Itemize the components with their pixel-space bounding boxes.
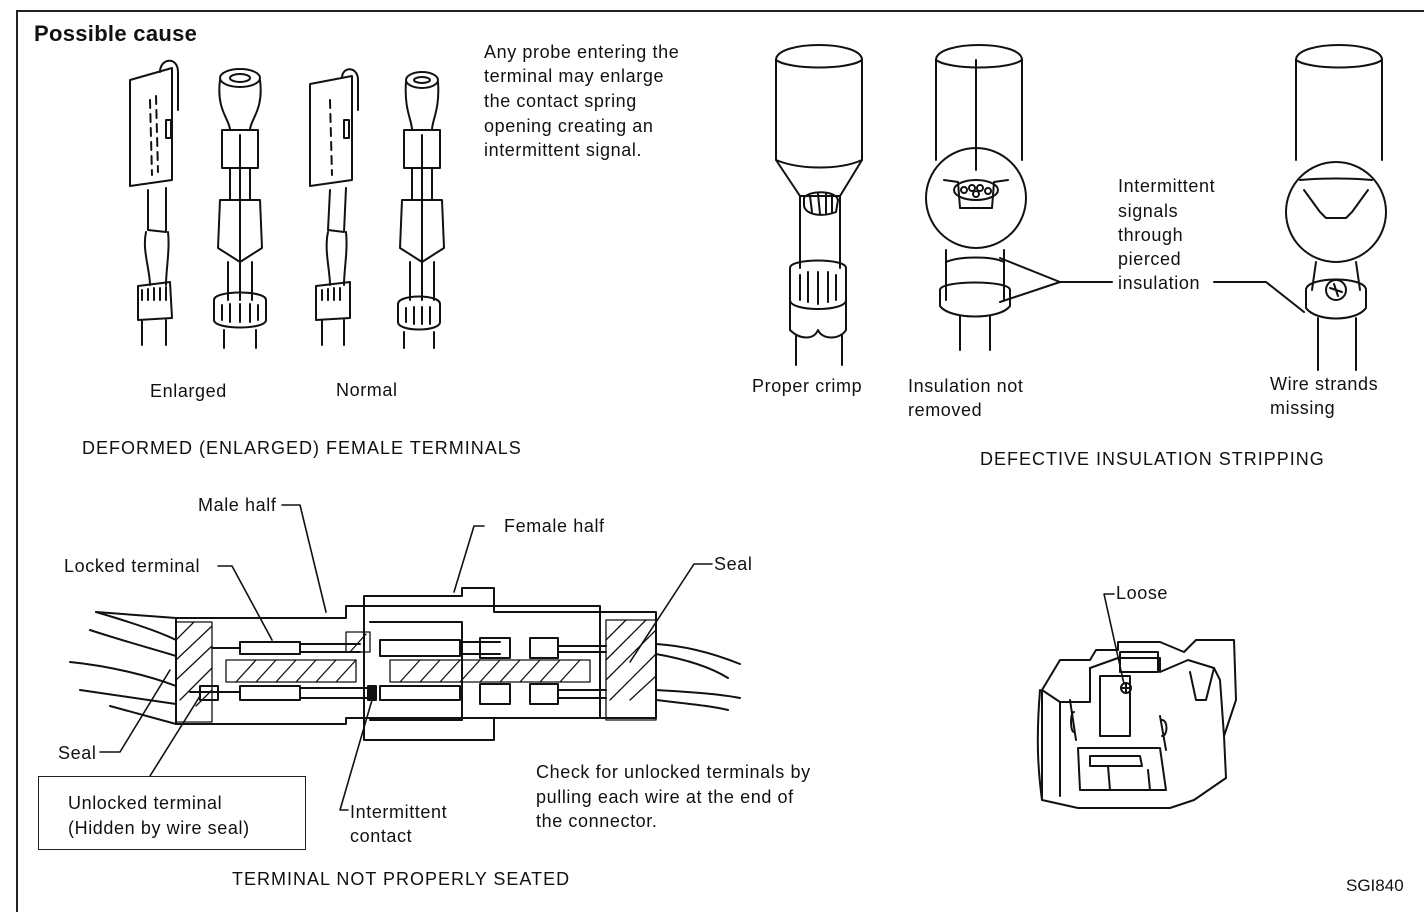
leader-intermittent-signals xyxy=(999,257,1113,303)
label-intermittent-5: insulation xyxy=(1118,273,1201,293)
probe-note-line-5: intermittent signal. xyxy=(484,140,643,160)
label-intermittent-2: signals xyxy=(1118,201,1179,221)
figure-border xyxy=(16,10,1424,912)
label-seal-right: Seal xyxy=(714,554,753,574)
crimp-insulation-not-removed-icon xyxy=(925,44,1027,351)
caption-deformed: DEFORMED (ENLARGED) FEMALE TERMINALS xyxy=(82,438,522,458)
probe-note-line-4: opening creating an xyxy=(484,116,654,136)
section-title: Possible cause xyxy=(34,21,198,46)
label-unlocked-1: Unlocked terminal xyxy=(68,793,223,813)
label-insulation-not-removed-1: Insulation not xyxy=(908,376,1024,396)
leader-loose xyxy=(1103,593,1125,685)
label-intermittent-4: pierced xyxy=(1118,249,1182,269)
unlocked-terminal-box xyxy=(38,776,306,850)
leader-intermittent-contact xyxy=(339,699,373,811)
figure-code: SGI840 xyxy=(1346,876,1404,895)
label-enlarged: Enlarged xyxy=(150,381,227,401)
probe-note-line-3: the contact spring xyxy=(484,91,637,111)
check-note-1: Check for unlocked terminals by xyxy=(536,762,811,782)
caption-terminal-seated: TERMINAL NOT PROPERLY SEATED xyxy=(232,869,571,889)
crimp-proper-icon xyxy=(775,44,863,366)
label-intermittent-contact-2: contact xyxy=(350,826,413,846)
leader-unlocked xyxy=(149,695,201,777)
label-wire-strands-2: missing xyxy=(1270,398,1336,418)
label-wire-strands-1: Wire strands xyxy=(1270,374,1379,394)
label-intermittent-3: through xyxy=(1118,225,1184,245)
terminal-normal-right-icon xyxy=(397,71,445,349)
leader-locked-terminal xyxy=(217,565,273,641)
crimp-strands-missing-icon xyxy=(1285,44,1387,371)
label-intermittent-contact-1: Intermittent xyxy=(350,802,448,822)
label-insulation-not-removed-2: removed xyxy=(908,400,983,420)
check-note-2: pulling each wire at the end of xyxy=(536,787,794,807)
label-locked-terminal: Locked terminal xyxy=(64,556,201,576)
relay-socket-icon xyxy=(1036,639,1237,809)
label-male-half: Male half xyxy=(198,495,277,515)
caption-stripping: DEFECTIVE INSULATION STRIPPING xyxy=(980,449,1325,469)
leader-insulation xyxy=(1213,281,1305,313)
label-female-half: Female half xyxy=(504,516,605,536)
label-unlocked-2: (Hidden by wire seal) xyxy=(68,818,250,838)
leader-female-half xyxy=(453,525,485,593)
label-normal: Normal xyxy=(336,380,398,400)
probe-note-line-2: terminal may enlarge xyxy=(484,66,665,86)
label-seal-left: Seal xyxy=(58,743,97,763)
leader-seal-left xyxy=(99,669,171,753)
check-note-3: the connector. xyxy=(536,811,658,831)
probe-note-line-1: Any probe entering the xyxy=(484,42,680,62)
label-loose: Loose xyxy=(1116,583,1169,603)
connector-cross-section-icon xyxy=(69,587,741,741)
leader-male-half xyxy=(281,504,327,613)
terminal-enlarged-right-icon xyxy=(213,68,267,349)
terminal-enlarged-left-icon xyxy=(129,59,179,346)
leader-seal-right xyxy=(629,563,713,663)
label-intermittent-1: Intermittent xyxy=(1118,176,1216,196)
terminal-normal-left-icon xyxy=(309,68,359,346)
label-proper-crimp: Proper crimp xyxy=(752,376,863,396)
